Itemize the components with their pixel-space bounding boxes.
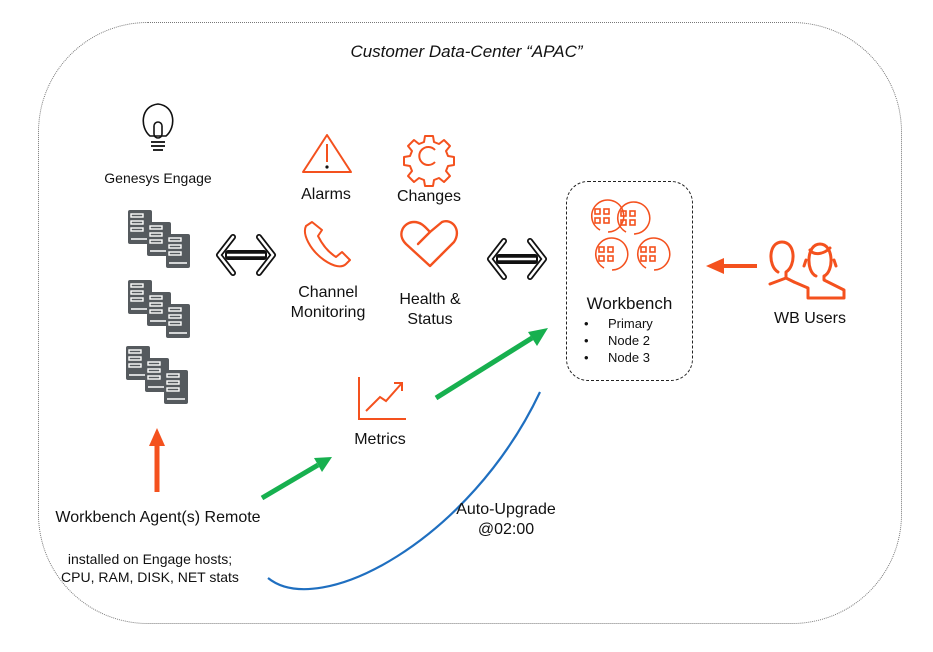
workbench-title: Workbench xyxy=(586,294,673,313)
alarms-label: Alarms xyxy=(301,186,351,203)
auto-upgrade-line1: Auto-Upgrade xyxy=(456,501,556,518)
genesys-engage-label: Genesys Engage xyxy=(104,170,212,186)
bidirectional-arrow-icon xyxy=(216,234,276,276)
lightbulb-icon xyxy=(142,103,174,151)
workbench-node-list: Primary Node 2 Node 3 xyxy=(580,315,653,366)
agent-note-line1: installed on Engage hosts; xyxy=(67,551,233,567)
metrics-label: Metrics xyxy=(354,431,406,448)
channel-monitoring-label: Channel Monitoring xyxy=(268,283,388,323)
health-status-label: Health & Status xyxy=(380,290,480,330)
agent-to-servers-arrow xyxy=(149,428,165,492)
auto-upgrade-line2: @02:00 xyxy=(477,521,535,538)
workbench-cluster-box[interactable] xyxy=(566,181,693,381)
heart-icon xyxy=(400,220,459,268)
user-to-workbench-arrow xyxy=(706,258,757,274)
auto-upgrade-label: Auto-Upgrade @02:00 xyxy=(436,500,576,540)
datacenter-boundary xyxy=(38,22,902,624)
node-item: Primary xyxy=(580,315,653,332)
agent-label: Workbench Agent(s) Remote xyxy=(55,509,261,526)
changes-label: Changes xyxy=(396,188,462,205)
diagram-title: Customer Data-Center “APAC” xyxy=(350,42,583,61)
agent-note: installed on Engage hosts; CPU, RAM, DIS… xyxy=(40,550,260,586)
chart-line-icon xyxy=(358,377,406,420)
channel-label-line1: Channel xyxy=(298,284,358,301)
cluster-nodes-icon xyxy=(590,199,671,271)
channel-label-line2: Monitoring xyxy=(290,304,366,321)
users-icon xyxy=(768,240,846,300)
phone-icon xyxy=(304,221,351,268)
node-item: Node 2 xyxy=(580,332,653,349)
health-label-line2: Status xyxy=(407,311,453,328)
agent-note-line2: CPU, RAM, DISK, NET stats xyxy=(61,569,239,585)
metrics-to-workbench-arrow xyxy=(434,328,548,401)
warning-triangle-icon xyxy=(302,134,352,173)
health-label-line1: Health & xyxy=(399,291,461,308)
agent-to-metrics-arrow xyxy=(260,457,332,501)
wb-users-label: WB Users xyxy=(774,310,846,327)
server-stack-icon xyxy=(128,210,191,269)
auto-upgrade-curve xyxy=(267,391,541,591)
bidirectional-arrow-icon xyxy=(487,238,547,280)
gear-icon xyxy=(403,135,455,187)
node-item: Node 3 xyxy=(580,349,653,366)
